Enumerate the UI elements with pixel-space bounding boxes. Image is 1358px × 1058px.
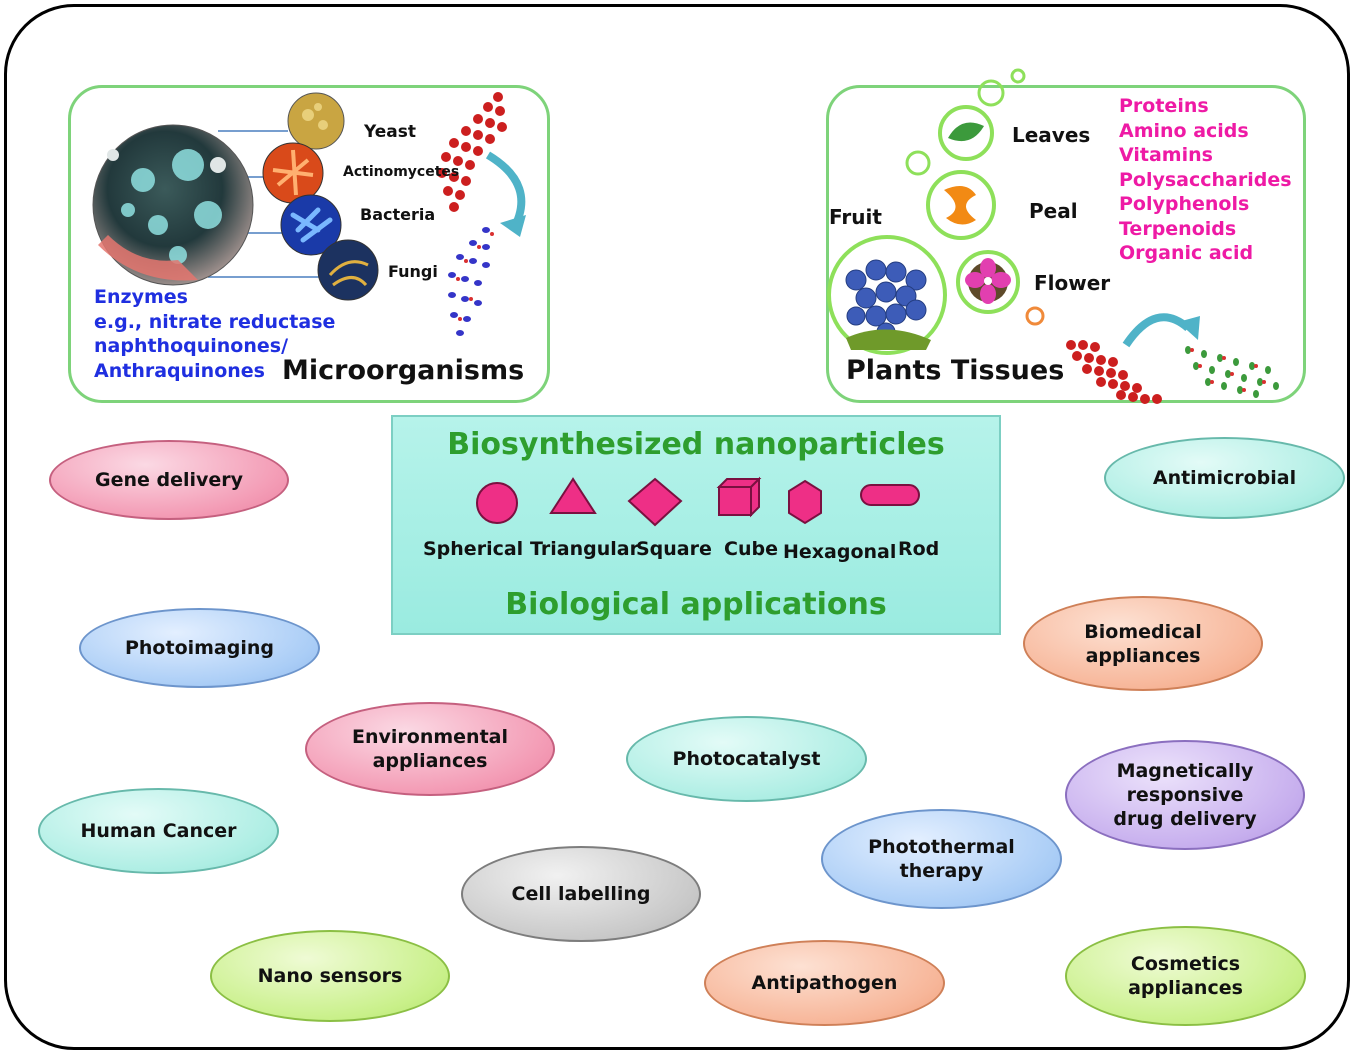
app-antipathogen: Antipathogen — [704, 940, 945, 1026]
shape-label-square: Square — [636, 538, 712, 560]
app-photothermal-therapy: Photothermal therapy — [821, 809, 1062, 909]
nanoparticle-shapes — [476, 476, 920, 527]
type-fungi: Fungi — [388, 262, 438, 281]
app-human-cancer: Human Cancer — [38, 788, 279, 874]
type-actinomycetes: Actinomycetes — [343, 164, 460, 180]
shape-label-hexagonal: Hexagonal — [783, 541, 897, 563]
microorganisms-illustration — [92, 92, 526, 336]
nanoparticles-box: Biosynthesized nanoparticles Spherical T… — [391, 415, 1001, 635]
plants-illustration — [827, 68, 1279, 404]
plant-transform-arrow-icon — [1122, 313, 1191, 348]
enzymes-list: Enzymes e.g., nitrate reductase naphthoq… — [94, 286, 336, 382]
shape-label-rod: Rod — [898, 538, 940, 560]
app-biomedical-appliances: Biomedical appliances — [1023, 596, 1263, 691]
part-leaves: Leaves — [1012, 123, 1091, 147]
nanoparticles-title: Biosynthesized nanoparticles — [447, 427, 945, 462]
plant-red-particles-icon — [1066, 340, 1162, 404]
shape-label-spherical: Spherical — [423, 538, 524, 560]
shape-label-triangular: Triangular — [530, 538, 639, 560]
type-bacteria: Bacteria — [360, 205, 436, 224]
microorganisms-title: Microorganisms — [282, 355, 525, 386]
applications-title: Biological applications — [505, 587, 887, 622]
outer-frame — [4, 4, 1350, 1050]
part-flower: Flower — [1034, 271, 1111, 295]
app-gene-delivery: Gene delivery — [49, 440, 289, 520]
part-fruit: Fruit — [829, 205, 882, 229]
type-yeast: Yeast — [364, 122, 416, 142]
spherical-shape-icon — [476, 482, 518, 524]
app-antimicrobial: Antimicrobial — [1104, 437, 1345, 519]
cube-shape-icon — [716, 476, 762, 518]
hexagonal-shape-icon — [788, 479, 822, 525]
rod-shape-icon — [860, 484, 920, 506]
app-cosmetics-appliances: Cosmetics appliances — [1065, 926, 1306, 1026]
plant-nano-particles-icon — [1185, 346, 1279, 398]
yeast-icon — [287, 92, 345, 150]
app-magnetically-responsive-drug-delivery: Magnetically responsive drug delivery — [1065, 740, 1305, 850]
triangular-shape-icon — [549, 477, 597, 514]
square-shape-icon — [627, 477, 683, 527]
compounds-list: Proteins Amino acids Vitamins Polysaccha… — [1119, 95, 1292, 264]
app-photocatalyst: Photocatalyst — [626, 716, 867, 802]
part-peal: Peal — [1029, 199, 1078, 223]
app-nano-sensors: Nano sensors — [210, 930, 450, 1022]
app-photoimaging: Photoimaging — [79, 608, 320, 688]
app-environmental-appliances: Environmental appliances — [305, 702, 555, 796]
shape-label-cube: Cube — [724, 538, 778, 560]
app-cell-labelling: Cell labelling — [461, 846, 701, 942]
red-particles-icon — [437, 92, 507, 212]
plants-title: Plants Tissues — [846, 355, 1065, 386]
nano-particles-icon — [448, 227, 490, 336]
